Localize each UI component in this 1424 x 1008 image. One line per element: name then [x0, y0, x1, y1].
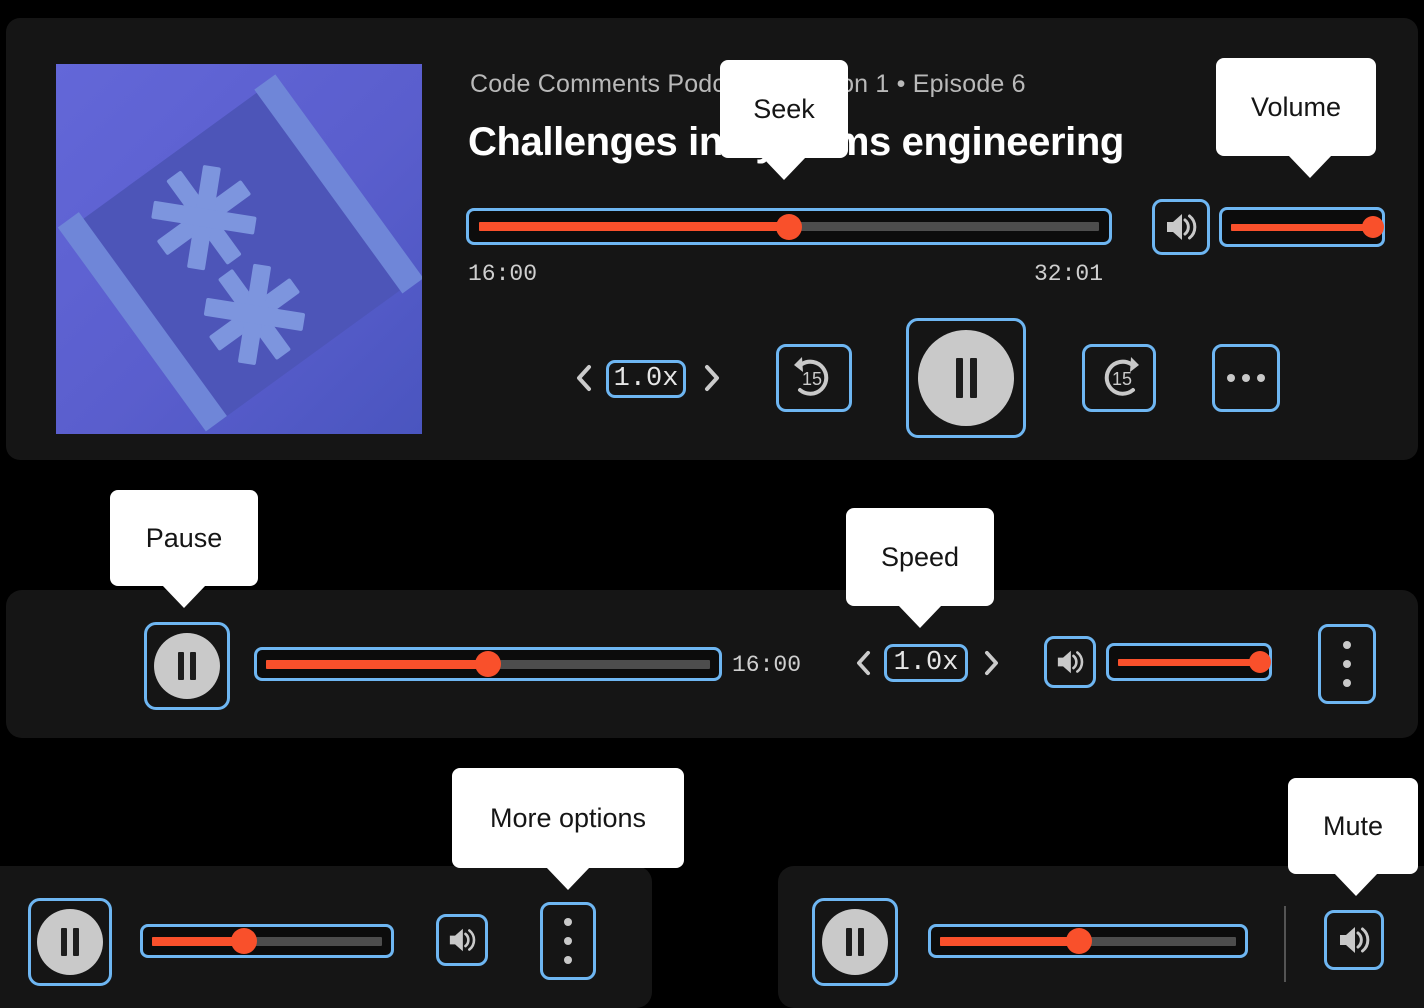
play-pause-button[interactable] [906, 318, 1026, 438]
callout-speed-tail [898, 605, 942, 628]
callout-speed-label: Speed [880, 541, 960, 572]
mini-right-divider [1284, 906, 1286, 982]
callout-seek-label: Seek [753, 93, 815, 124]
volume-high-icon [1057, 650, 1084, 674]
pause-icon [61, 928, 79, 956]
rewind-15-icon: 15 [794, 357, 829, 396]
compact-seek-fill [266, 659, 488, 669]
chevron-right-icon [705, 365, 719, 391]
mini-right-mute-button[interactable] [1324, 910, 1384, 970]
forward-15-button[interactable]: 15 [1082, 344, 1156, 412]
compact-speed-value[interactable]: 1.0x [884, 644, 968, 682]
volume-track[interactable] [1231, 216, 1384, 238]
compact-volume-track[interactable] [1118, 651, 1271, 673]
compact-volume-slider[interactable] [1106, 643, 1272, 681]
album-artwork-large [56, 64, 422, 434]
callout-speed: Speed [846, 508, 994, 628]
compact-player-panel: 16:00 1.0x [6, 590, 1418, 738]
mini-right-play-pause-button[interactable] [812, 898, 898, 986]
more-horizontal-icon [1227, 374, 1265, 382]
compact-seek-track[interactable] [266, 651, 710, 677]
volume-high-icon [449, 928, 476, 952]
volume-button[interactable] [1152, 199, 1210, 255]
total-time: 32:01 [1034, 261, 1104, 287]
mini-left-play-pause-circle [37, 909, 103, 975]
callout-pause-label: Pause [145, 522, 223, 553]
mini-left-seek-slider[interactable] [140, 924, 394, 958]
chevron-left-icon [856, 650, 870, 676]
compact-more-options-button[interactable] [1318, 624, 1376, 704]
mini-right-seek-fill [940, 936, 1080, 946]
artwork-graphic [56, 64, 422, 434]
play-pause-circle [918, 330, 1014, 426]
seek-thumb[interactable] [776, 213, 802, 240]
mini-left-play-pause-button[interactable] [28, 898, 112, 986]
mini-right-seek-track[interactable] [940, 928, 1236, 954]
more-options-button[interactable] [1212, 344, 1280, 412]
forward-amount-label: 15 [1112, 369, 1132, 389]
current-time: 16:00 [468, 261, 538, 287]
chevron-right-icon [984, 650, 998, 676]
speed-increase-button[interactable] [700, 362, 724, 394]
compact-seek-slider[interactable] [254, 647, 722, 681]
rewind-amount-label: 15 [802, 369, 822, 389]
compact-volume-thumb[interactable] [1249, 651, 1271, 673]
compact-speed-increase-button[interactable] [980, 648, 1002, 678]
forward-15-icon: 15 [1104, 357, 1139, 396]
compact-play-pause-circle [154, 633, 220, 699]
chevron-left-icon [577, 365, 591, 391]
compact-speed-decrease-button[interactable] [852, 648, 874, 678]
seek-fill [479, 222, 789, 231]
speed-decrease-button[interactable] [572, 362, 596, 394]
callout-mute-label: Mute [1322, 810, 1384, 841]
seek-track[interactable] [479, 213, 1099, 240]
pause-icon [955, 358, 977, 398]
compact-current-time: 16:00 [732, 652, 802, 678]
rewind-15-button[interactable]: 15 [776, 344, 852, 412]
mini-left-seek-track[interactable] [152, 928, 382, 954]
callout-seek: Seek [720, 60, 848, 180]
mini-right-seek-slider[interactable] [928, 924, 1248, 958]
compact-seek-thumb[interactable] [475, 651, 501, 677]
callout-volume-tail [1288, 155, 1332, 178]
callout-more-options-tail [546, 867, 590, 890]
volume-high-icon [1167, 214, 1197, 240]
mini-player-right-panel [778, 866, 1424, 1008]
more-vertical-icon [564, 918, 572, 964]
compact-volume-button[interactable] [1044, 636, 1096, 688]
callout-mute-tail [1334, 873, 1378, 896]
mini-player-left-panel [0, 866, 652, 1008]
more-vertical-icon [1343, 641, 1351, 687]
pause-icon [178, 652, 196, 680]
volume-high-icon [1340, 927, 1370, 953]
callout-more-options-label: More options [489, 802, 647, 833]
volume-thumb[interactable] [1362, 216, 1384, 238]
volume-slider[interactable] [1219, 207, 1385, 247]
compact-play-pause-button[interactable] [144, 622, 230, 710]
callout-volume-label: Volume [1250, 91, 1342, 122]
mini-left-seek-fill [152, 936, 244, 946]
callout-seek-tail [762, 157, 806, 180]
callout-mute: Mute [1288, 778, 1418, 896]
mini-right-seek-thumb[interactable] [1066, 928, 1093, 954]
seek-slider[interactable] [466, 208, 1112, 245]
mini-left-more-options-button[interactable] [540, 902, 596, 980]
callout-more-options: More options [452, 768, 684, 890]
mini-right-play-pause-circle [822, 909, 888, 975]
callout-volume: Volume [1216, 58, 1376, 178]
mini-left-volume-button[interactable] [436, 914, 488, 966]
callout-pause-tail [162, 585, 206, 608]
speed-value[interactable]: 1.0x [606, 360, 686, 398]
volume-fill [1231, 223, 1373, 231]
callout-pause: Pause [110, 490, 258, 608]
mini-left-seek-thumb[interactable] [231, 928, 257, 954]
full-player-panel: Code Comments Podcast • Season 1 • Episo… [6, 18, 1418, 460]
pause-icon [846, 928, 864, 956]
compact-volume-fill [1118, 658, 1260, 666]
